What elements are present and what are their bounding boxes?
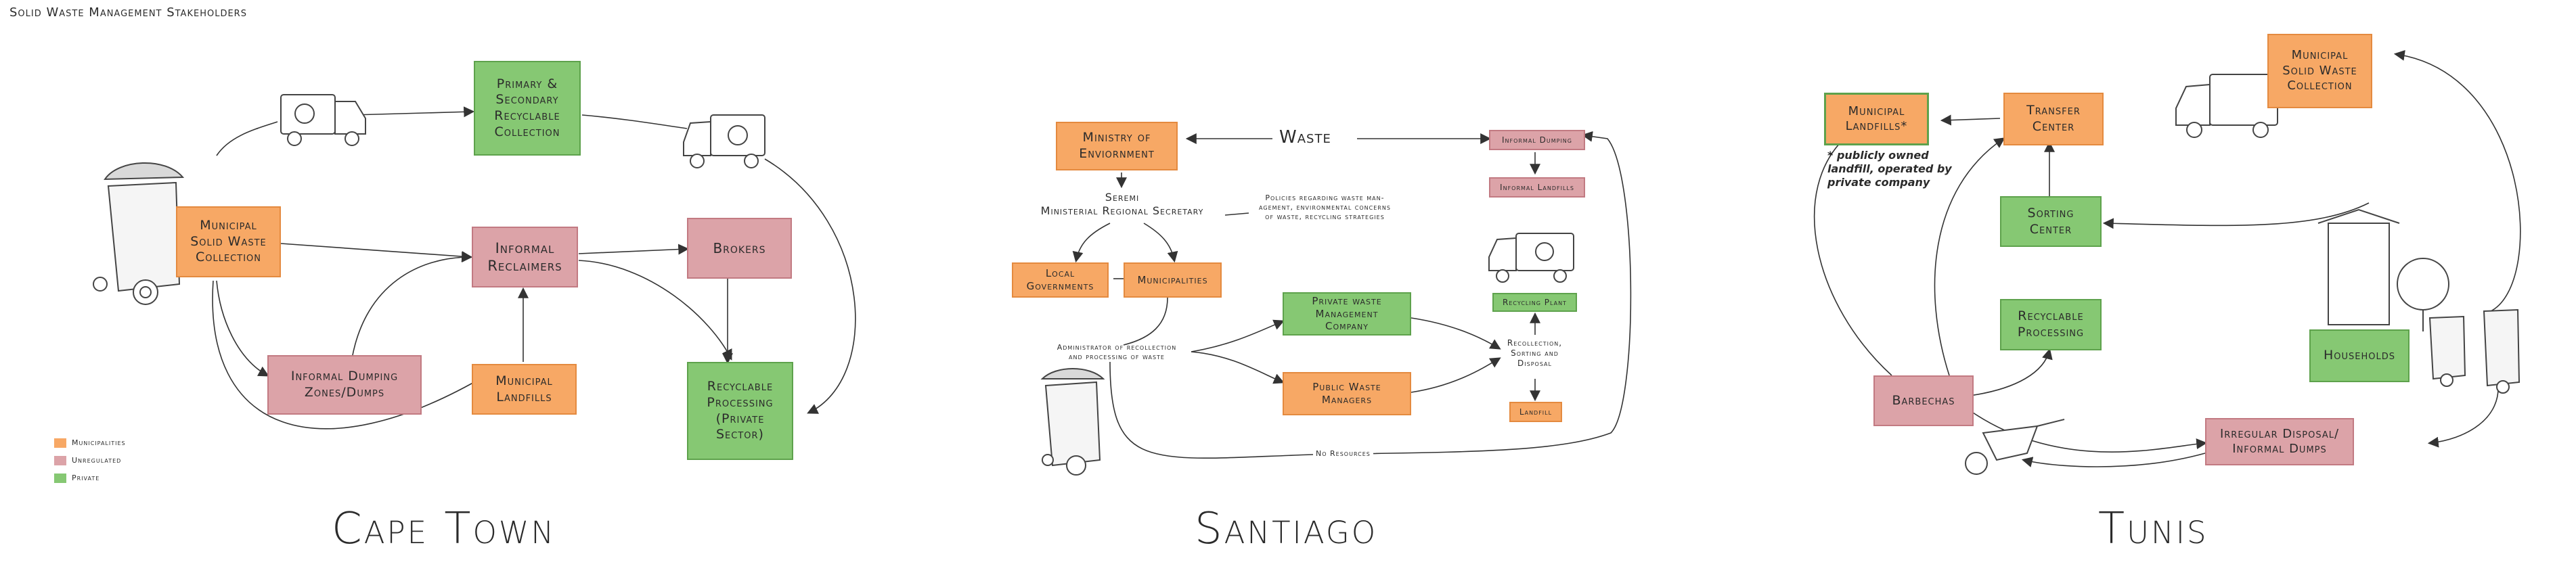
tn-wheelie-bins-icon	[2428, 308, 2521, 394]
ct-municipal-landfills: Municipal Landfills	[472, 364, 577, 415]
tn-recyclable-processing: Recyclable Processing	[2000, 299, 2102, 350]
tn-municipal-collection: Municipal Solid Waste Collection	[2267, 34, 2372, 108]
tn-arrow-irregular-to-barbechas	[2021, 453, 2206, 467]
st-garbage-truck-icon	[1488, 233, 1574, 283]
tn-arrow-households-to-sorting	[2102, 202, 2370, 229]
tn-house-icon	[2317, 208, 2449, 331]
st-wheelie-bin-icon	[1040, 368, 1105, 476]
legend-swatch-unregulated	[54, 456, 66, 465]
ct-garbage-truck-2-icon	[683, 114, 765, 168]
st-landfill: Landfill	[1509, 402, 1562, 422]
tn-arrow-bins-to-collection	[2393, 50, 2521, 312]
page-title: Solid Waste Management Stakeholders	[9, 5, 247, 20]
legend-swatch-private	[54, 474, 66, 483]
st-waste-label: Waste	[1279, 127, 1331, 147]
ct-recyclable-processing: Recyclable Processing (Private Sector)	[687, 362, 793, 460]
ct-arrow-truck2-to-recycling	[764, 158, 856, 414]
ct-wheelie-bin-icon	[93, 162, 185, 305]
tn-landfill-note: * publicly owned landfill, operated by p…	[1827, 149, 1952, 189]
tn-arrow-barbechas-to-transfer	[1934, 137, 2005, 376]
city-title-santiago: Santiago	[1195, 504, 1378, 554]
ct-brokers: Brokers	[687, 218, 792, 279]
tn-garbage-truck-icon	[2175, 74, 2278, 138]
st-arrow-admin-to-public	[1191, 351, 1285, 384]
tn-irregular-disposal: Irregular Disposal/ Informal Dumps	[2205, 418, 2354, 465]
tn-arrow-households-to-irregular	[2427, 378, 2499, 448]
st-recycling-plant: Recycling Plant	[1492, 293, 1577, 312]
st-public-managers: Public Waste Managers	[1283, 372, 1411, 415]
legend-label-private: Private	[72, 474, 100, 482]
st-arrow-admin-to-private	[1191, 319, 1285, 352]
ct-arrow-collection-to-reclaimers	[280, 243, 473, 262]
tn-wheelbarrow-icon	[1965, 419, 2065, 475]
tn-sorting-center: Sorting Center	[2000, 196, 2102, 247]
tn-arrow-barbechas-to-recyclable	[1969, 348, 2053, 396]
city-title-tunis: Tunis	[2098, 504, 2208, 554]
tn-municipal-landfills: Municipal Landfills*	[1824, 93, 1929, 145]
st-municipalities: Municipalities	[1124, 262, 1222, 298]
st-arrow-private-to-recollection	[1411, 317, 1501, 350]
st-local-governments: Local Governments	[1012, 262, 1109, 298]
st-informal-landfills: Informal Landfills	[1489, 177, 1585, 198]
ct-arrow-truck-to-primary	[351, 106, 475, 118]
tn-arrow-barbechas-to-landfills	[1813, 133, 1892, 376]
legend-label-unregulated: Unregulated	[72, 456, 122, 465]
ct-primary-collection: Primary & Secondary Recyclable Collectio…	[474, 61, 581, 156]
tn-transfer-center: Transfer Center	[2003, 93, 2104, 145]
tn-barbechas: Barbechas	[1873, 375, 1974, 426]
st-seremi: Seremi Ministerial Regional Secretary	[1040, 191, 1204, 217]
city-title-cape-town: Cape Town	[332, 504, 556, 554]
ct-arrow-reclaimers-to-recycling	[578, 260, 732, 361]
tn-arrow-transfer-to-landfills	[1940, 114, 2001, 126]
st-administrator: Administrator of recollection and proces…	[1057, 343, 1177, 361]
ct-arrow-primary-to-truck2	[581, 114, 688, 129]
st-arrow-public-to-recollection	[1411, 357, 1501, 393]
ct-informal-dumping: Informal Dumping Zones/Dumps	[267, 355, 422, 415]
legend-swatch-municipalities	[54, 438, 66, 448]
ct-arrow-dumping-to-reclaimers	[351, 252, 473, 359]
st-ministry: Ministry of Enviornment	[1056, 122, 1178, 170]
st-arrow-seremi-to-munis	[1143, 223, 1178, 263]
st-arrow-noresources-loop	[1109, 131, 1632, 459]
st-private-company: Private waste Management Company	[1283, 292, 1411, 336]
ct-arrow-reclaimers-to-brokers	[578, 244, 690, 255]
st-arrow-munis-to-admin	[1123, 297, 1168, 346]
st-recollection: Recollection, Sorting and Disposal	[1507, 338, 1563, 368]
st-informal-dumping: Informal Dumping	[1489, 130, 1585, 150]
st-arrow-seremi-to-local	[1072, 223, 1111, 263]
ct-arrow-bin-to-truck	[216, 121, 278, 156]
st-arrow-seremi-to-policies	[1224, 212, 1249, 216]
ct-municipal-collection: Municipal Solid Waste Collection	[176, 206, 281, 277]
legend-label-municipalities: Municipalities	[72, 438, 126, 447]
ct-arrow-collection-to-dumping	[216, 280, 269, 377]
ct-informal-reclaimers: Informal Reclaimers	[472, 227, 578, 287]
tn-households: Households	[2309, 329, 2410, 382]
ct-garbage-truck-icon	[280, 94, 366, 146]
st-no-resources: No Resources	[1313, 449, 1373, 459]
st-policies: Policies regarding waste man- agement, e…	[1259, 193, 1391, 221]
